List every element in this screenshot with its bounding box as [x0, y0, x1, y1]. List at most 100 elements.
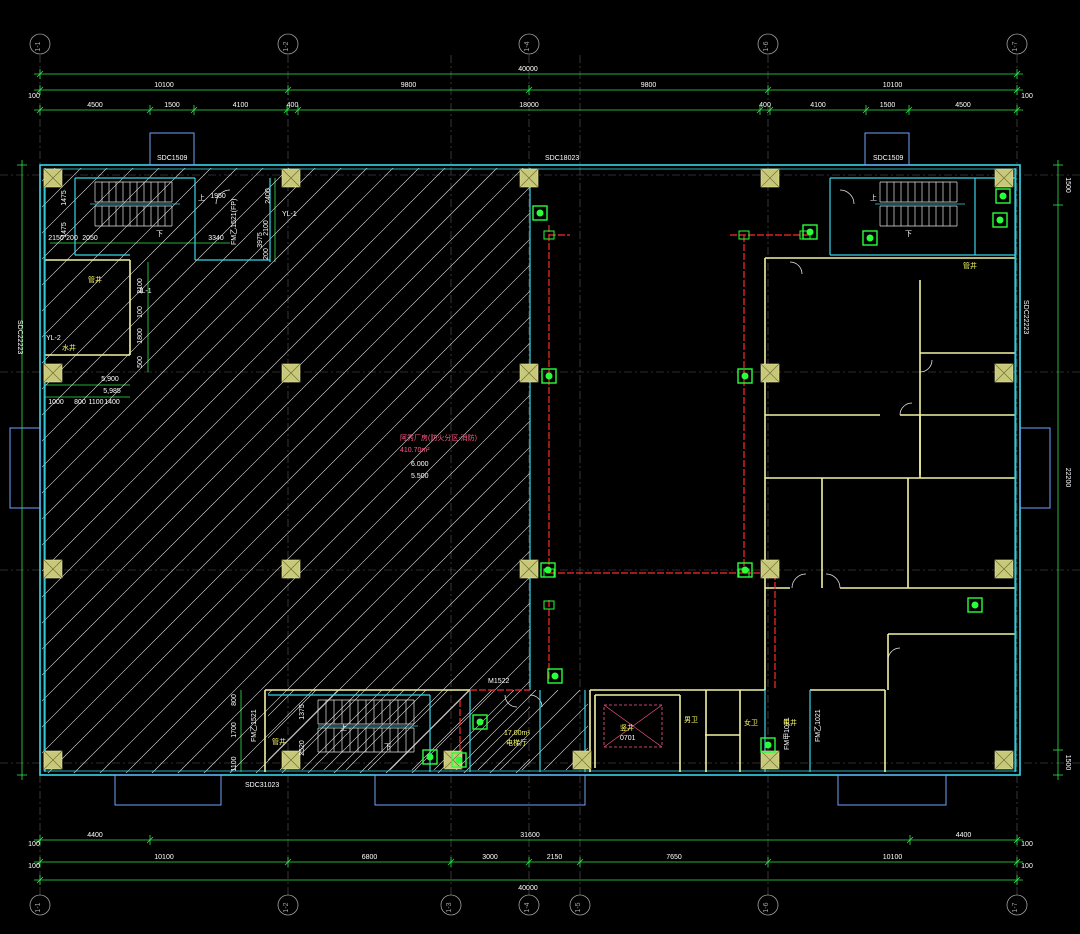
dimension-text: 100	[28, 841, 40, 848]
dimension-text: 10100	[883, 854, 903, 861]
dimension-text: 200	[66, 235, 78, 242]
device-dot	[999, 192, 1007, 200]
dimension-text: 5,900	[101, 376, 119, 383]
device	[737, 562, 753, 578]
device	[532, 205, 548, 221]
column-cross	[43, 750, 63, 770]
dimension-text: 2400	[265, 188, 272, 204]
device	[760, 737, 776, 753]
column-cross	[281, 168, 301, 188]
dimension-slash	[862, 106, 870, 114]
hatch-line	[268, 690, 339, 761]
column-cross	[43, 168, 63, 188]
hatch-line	[42, 168, 316, 442]
device	[451, 752, 467, 768]
column-cross	[443, 750, 463, 770]
axis-bubble	[518, 33, 540, 55]
dimension-slash	[756, 106, 764, 114]
elevation-2: 5.500	[411, 473, 429, 480]
stair-up-tl: 上	[198, 193, 205, 202]
column-cross	[760, 168, 780, 188]
window-label-top-left: SDC1509	[157, 155, 187, 162]
dimension-text: 1100	[88, 399, 103, 406]
fire-door-label-3: FM乙1021	[814, 709, 822, 742]
room-name-lift: 电梯厅	[506, 738, 527, 747]
column-cross	[281, 363, 301, 383]
hatch-line	[42, 168, 342, 468]
axis-bubble	[518, 894, 540, 916]
dimension-text: 10100	[883, 82, 903, 89]
dimension-text: 1700	[231, 722, 238, 738]
dimension-slash	[764, 86, 772, 94]
hatch-line	[411, 654, 530, 773]
device-dot	[741, 372, 749, 380]
dimension-text: 18000	[519, 102, 539, 109]
device-dot	[544, 566, 552, 574]
hatch-line	[42, 168, 368, 494]
fire-devices	[422, 188, 1011, 768]
device-dot	[764, 741, 772, 749]
dimension-text: 40000	[518, 66, 538, 73]
hatch-line	[42, 168, 498, 624]
dimension-slash	[36, 876, 44, 884]
hatch-line	[499, 690, 581, 770]
dimension-text: 3340	[208, 235, 224, 242]
dimension-text: 10100	[154, 82, 174, 89]
column-cross	[994, 168, 1014, 188]
hatch-line	[42, 264, 530, 754]
window-frames	[9, 132, 1051, 806]
column-cross	[994, 559, 1014, 579]
door-swing	[504, 694, 518, 708]
device-dot	[426, 753, 434, 761]
dimension-slash	[576, 858, 584, 866]
dimension-text: 2520	[299, 740, 306, 756]
hatch-line	[42, 168, 82, 208]
dimension-text: 100	[1021, 863, 1033, 870]
hatch-line	[203, 446, 530, 773]
door-swing	[529, 694, 543, 708]
column-cross	[994, 363, 1014, 383]
dimension-text: 3975	[257, 232, 264, 248]
hatched-factory-area	[0, 165, 1080, 775]
axis-bubble-label: 1-2	[283, 902, 290, 912]
door-label-yl2: YL-2	[46, 335, 61, 342]
hatch-line	[543, 725, 588, 770]
axis-bubble-label: 1-6	[763, 41, 770, 51]
column-cross	[519, 168, 539, 188]
axis-bubble	[1006, 33, 1028, 55]
hatch-line	[566, 165, 1080, 775]
axis-bubble	[757, 33, 779, 55]
axis-bubble-label: 1-1	[35, 902, 42, 912]
dimension-text: 1100	[231, 756, 238, 771]
dimension-lines	[17, 69, 1063, 885]
axis-bubble-label: 1-4	[524, 41, 531, 51]
column-cross	[572, 750, 592, 770]
dimension-text: 2100	[263, 220, 270, 236]
column-cross	[43, 363, 63, 383]
device-dot	[866, 234, 874, 242]
axis-bubble	[277, 33, 299, 55]
hatch-line	[0, 165, 32, 775]
axis-bubble-label: 1-5	[575, 902, 582, 912]
dimension-text: 1475	[61, 222, 68, 238]
dimension-text: 4500	[87, 102, 103, 109]
dimension-text: 1000	[48, 399, 64, 406]
dimension-text: 1500	[1064, 755, 1071, 771]
valve	[543, 230, 555, 240]
hatch-line	[268, 690, 295, 717]
column-cross	[760, 559, 780, 579]
axis-bubble-label: 1-6	[763, 902, 770, 912]
door-swing	[791, 573, 807, 589]
structural-columns	[43, 168, 1014, 770]
fire-door-label-2: FM乙1521	[250, 709, 258, 742]
column-cross	[760, 363, 780, 383]
hatch-line	[345, 690, 427, 770]
window-label-bottom-left: SDC31023	[245, 782, 279, 789]
dimension-text: 4400	[87, 832, 103, 839]
column-cross	[519, 559, 539, 579]
axis-bubble-label: 1-3	[446, 902, 453, 912]
dimension-text: 1950	[210, 193, 226, 200]
